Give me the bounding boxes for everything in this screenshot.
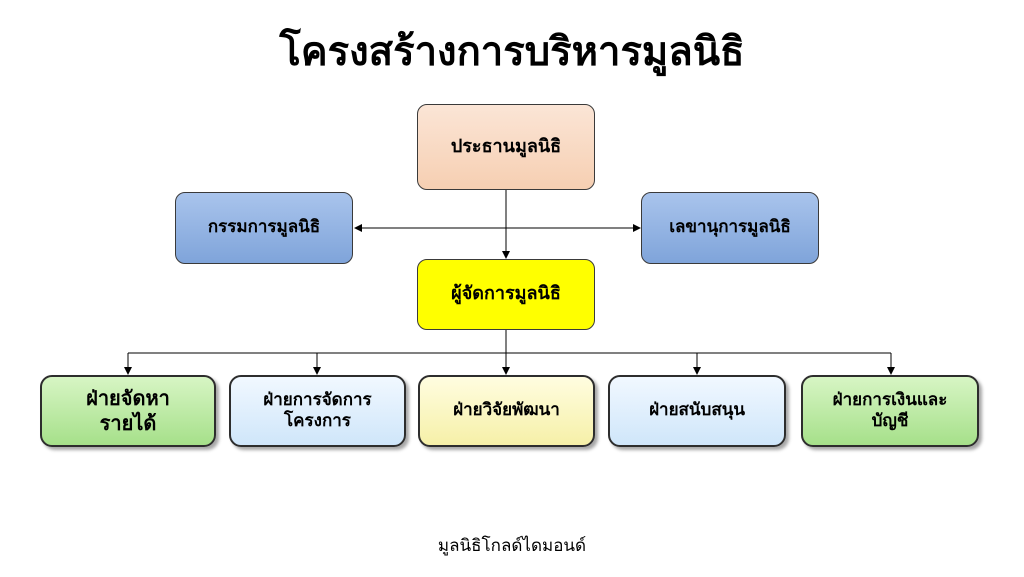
committee-label: กรรมการมูลนิธิ	[207, 217, 321, 238]
dept-label: ฝ่ายสนับสนุน	[649, 400, 745, 421]
footer-foundation-name: มูลนิธิโกลด์ไดมอนด์	[437, 536, 587, 556]
dept-label: ฝ่ายวิจัยพัฒนา	[453, 400, 560, 421]
dept-box-project-management: ฝ่ายการจัดการ โครงการ	[229, 375, 406, 447]
committee-box: กรรมการมูลนิธิ	[175, 192, 353, 264]
manager-label: ผู้จัดการมูลนิธิ	[451, 283, 561, 305]
dept-label: ฝ่ายจัดหา รายได้	[86, 386, 170, 435]
manager-box: ผู้จัดการมูลนิธิ	[417, 259, 595, 330]
page-title: โครงสร้างการบริหารมูลนิธิ	[279, 29, 745, 75]
dept-box-support: ฝ่ายสนับสนุน	[608, 375, 786, 447]
chairman-label: ประธานมูลนิธิ	[450, 135, 562, 157]
chairman-box: ประธานมูลนิธิ	[417, 104, 595, 190]
dept-box-finance: ฝ่ายการเงินและ บัญชี	[801, 375, 979, 447]
secretary-box: เลขานุการมูลนิธิ	[641, 192, 819, 264]
dept-box-research: ฝ่ายวิจัยพัฒนา	[418, 375, 595, 447]
dept-box-revenue: ฝ่ายจัดหา รายได้	[40, 375, 216, 447]
dept-label: ฝ่ายการเงินและ บัญชี	[832, 389, 948, 431]
secretary-label: เลขานุการมูลนิธิ	[669, 217, 791, 238]
dept-label: ฝ่ายการจัดการ โครงการ	[263, 389, 372, 431]
